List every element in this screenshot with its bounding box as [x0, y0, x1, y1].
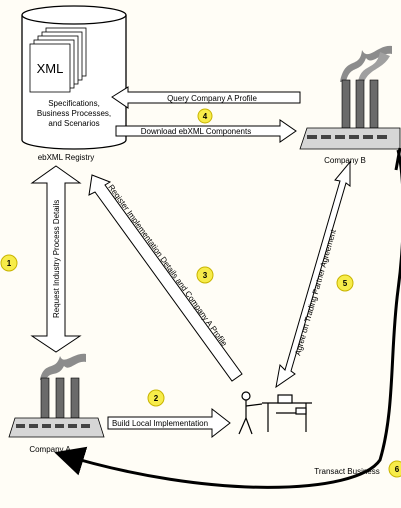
- svg-text:5: 5: [343, 279, 348, 288]
- svg-text:2: 2: [154, 394, 159, 403]
- step6-label: Transact Business: [314, 467, 380, 476]
- registry-desc-line3: and Scenarios: [48, 119, 99, 128]
- company-a-label: Company A: [29, 445, 71, 454]
- worker-at-workbench-icon: [238, 391, 312, 435]
- step4-badge: 4: [197, 108, 213, 124]
- step3-arrow: Register Implementation Details and Comp…: [88, 174, 243, 382]
- registry-cylinder: XML Specifications, Business Processes, …: [21, 5, 127, 150]
- xml-doc-label: XML: [37, 61, 64, 76]
- registry-desc-line1: Specifications,: [48, 99, 100, 108]
- svg-text:4: 4: [203, 112, 208, 121]
- step5-label: Agree on Trading Partner Agreement: [293, 228, 338, 357]
- step2-arrow: Build Local Implementation: [107, 407, 231, 439]
- step3-badge: 3: [196, 266, 214, 284]
- document-stack-icon: [29, 27, 87, 93]
- step6-badge: 6: [388, 460, 401, 478]
- registry-desc-line2: Business Processes,: [37, 109, 111, 118]
- step2-label: Build Local Implementation: [112, 419, 208, 428]
- step3-label: Register Implementation Details and Comp…: [106, 183, 229, 348]
- company-a-factory-icon: [8, 353, 105, 438]
- step4-download-arrow: Download ebXML Components: [115, 119, 297, 143]
- step4-query-arrow: Query Company A Profile: [111, 86, 301, 109]
- step2-badge: 2: [147, 389, 165, 407]
- svg-text:3: 3: [203, 271, 208, 280]
- step5-double-arrow: Agree on Trading Partner Agreement: [275, 160, 351, 389]
- registry-name: ebXML Registry: [38, 153, 95, 162]
- step5-badge: 5: [336, 274, 354, 292]
- company-b-factory-icon: [299, 45, 401, 150]
- step4-query-label: Query Company A Profile: [167, 94, 257, 103]
- step6-transact-curve: [54, 147, 401, 489]
- step1-double-arrow: Request Industry Process Details: [30, 165, 82, 353]
- step1-label: Request Industry Process Details: [52, 200, 61, 318]
- step4-download-label: Download ebXML Components: [141, 127, 251, 136]
- svg-text:1: 1: [7, 259, 12, 268]
- svg-text:6: 6: [395, 465, 400, 474]
- step1-badge: 1: [0, 254, 18, 272]
- company-b-label: Company B: [324, 156, 366, 165]
